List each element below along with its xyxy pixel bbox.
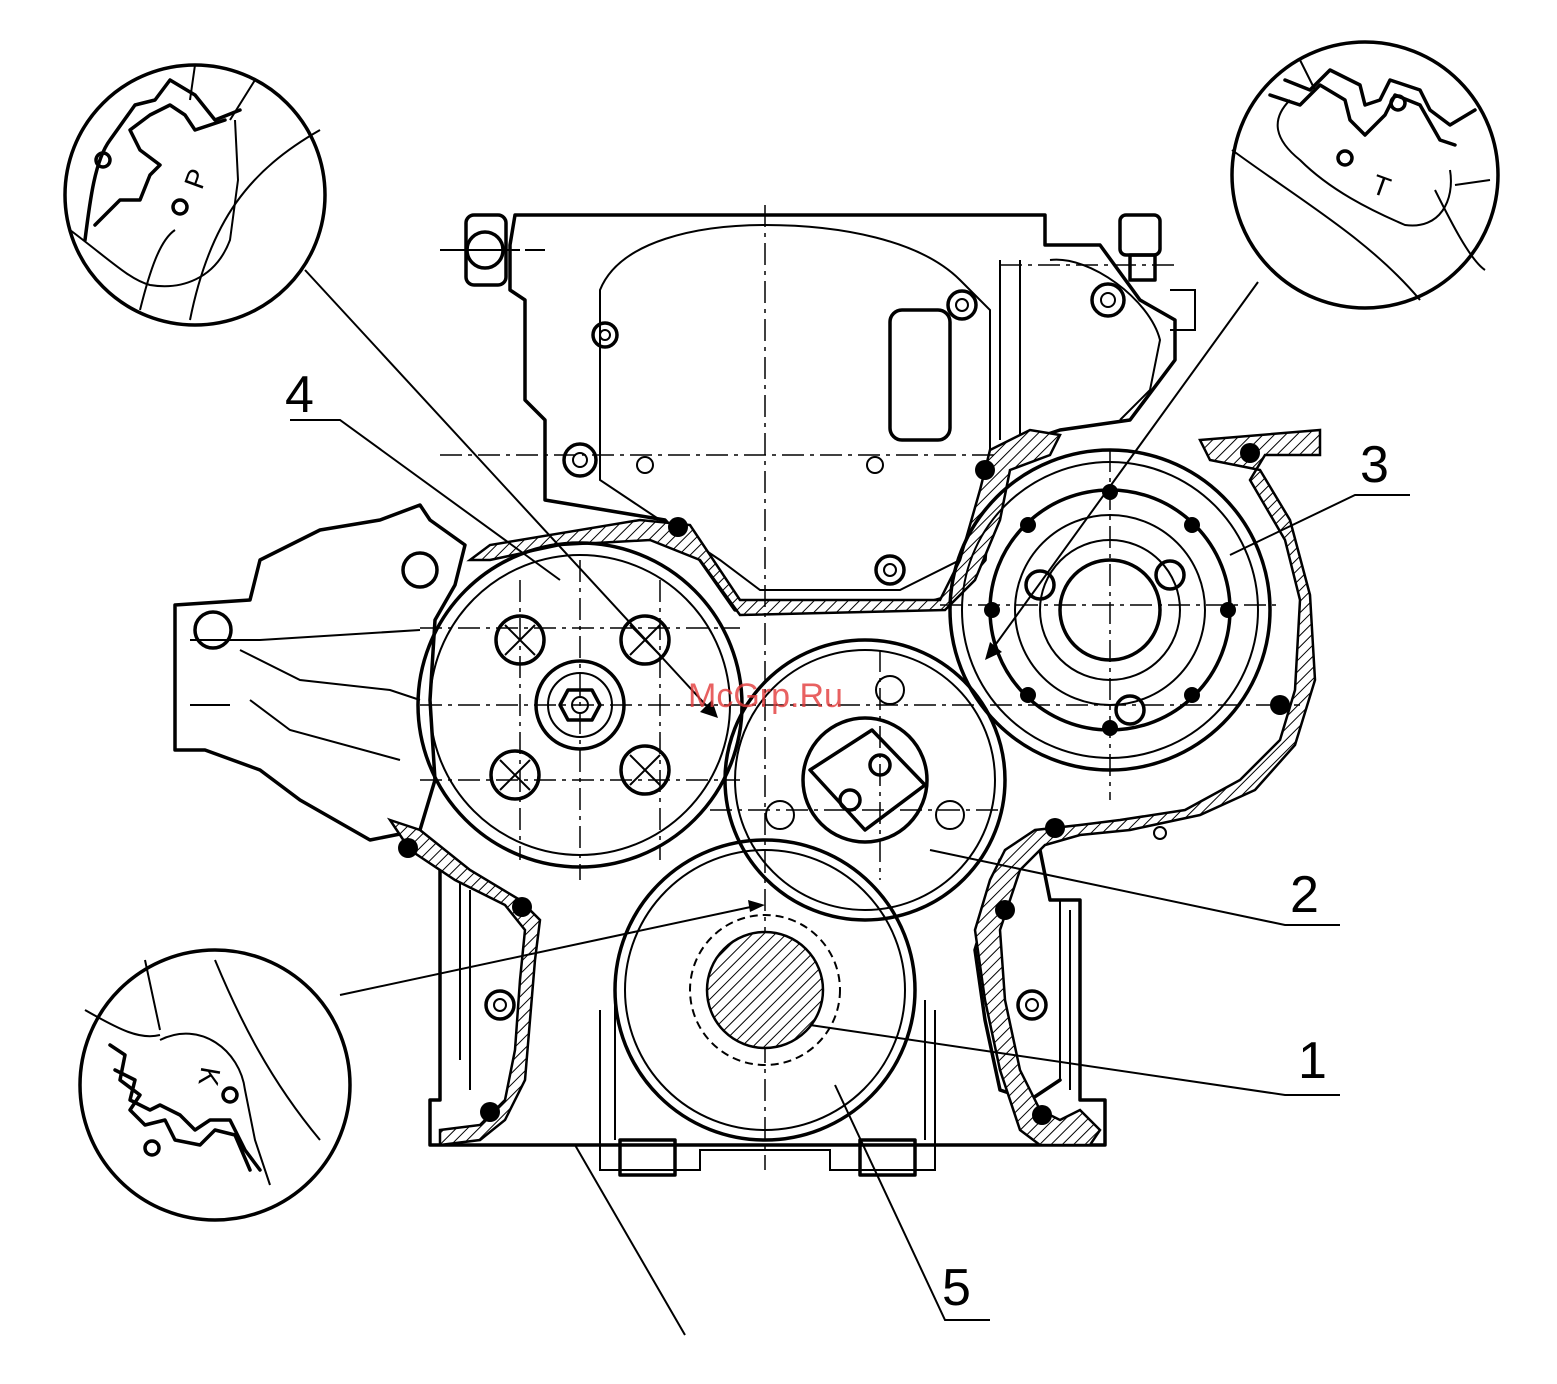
callout-5: 5 <box>835 1085 990 1320</box>
center-lines <box>420 205 1300 1170</box>
callout-5-label: 5 <box>942 1259 971 1317</box>
callout-2-label: 2 <box>1290 866 1319 924</box>
callout-1: 1 <box>810 1025 1340 1095</box>
callout-3-label: 3 <box>1360 436 1389 494</box>
callout-1-label: 1 <box>1298 1032 1327 1090</box>
gear-3-nuts <box>1026 561 1184 724</box>
mark-k-label: K <box>192 1065 226 1089</box>
callout-4-label: 4 <box>285 366 314 424</box>
hatched-section <box>390 430 1320 1145</box>
mark-p-label: P <box>178 165 214 193</box>
upper-housing <box>440 215 1195 610</box>
watermark: McGrp.Ru <box>688 677 843 715</box>
detail-circle-t: T <box>1232 42 1498 308</box>
detail-circle-k: K <box>80 950 350 1220</box>
detail-circle-p: P <box>65 65 325 325</box>
mark-t-label: T <box>1368 169 1395 204</box>
